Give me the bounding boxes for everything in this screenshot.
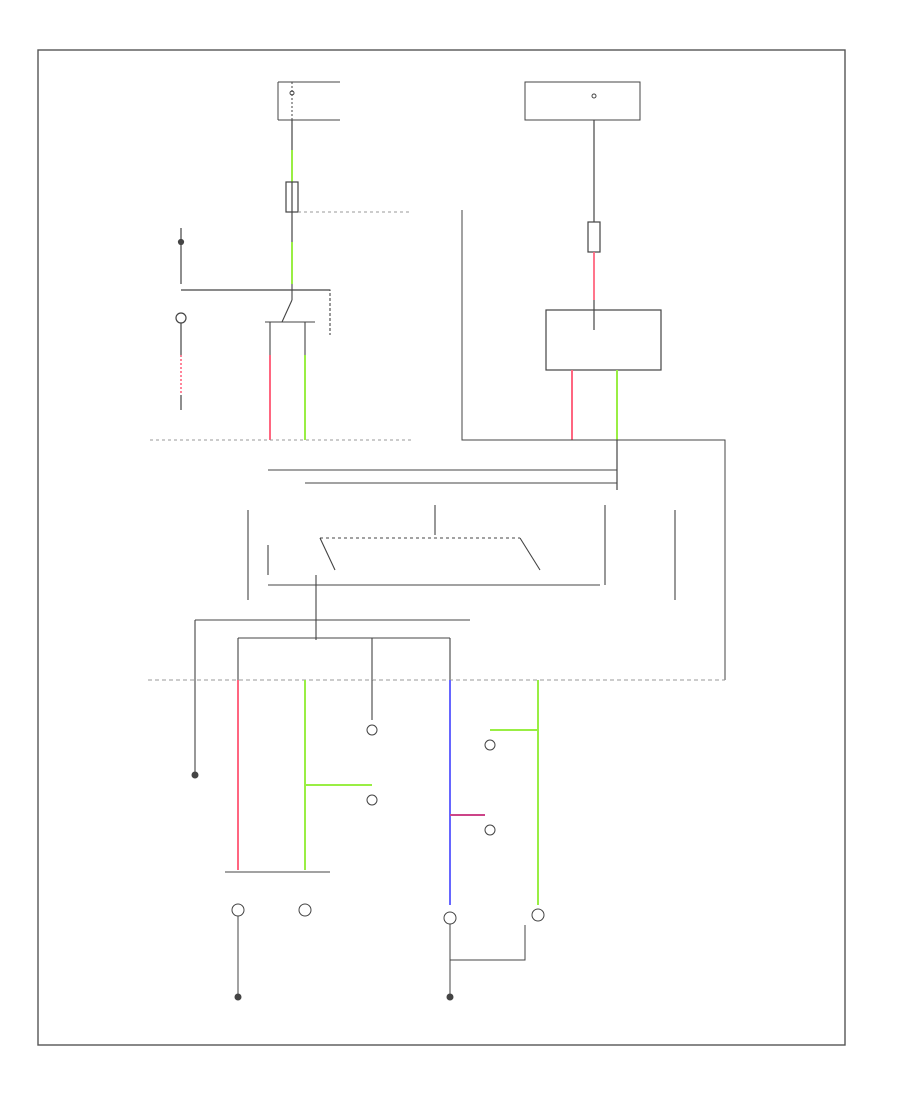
bus-lines: [268, 469, 617, 484]
hazard-switch: [265, 284, 331, 440]
lower-bus: [194, 619, 470, 680]
diagram-border: [37, 49, 846, 1046]
bottom-components: [191, 724, 545, 1001]
turn-signal-switch: [247, 505, 676, 640]
stop-switch-group: [175, 228, 330, 410]
left-feed-wire: [285, 120, 299, 284]
signal-bracket: [461, 210, 726, 680]
fuse-box-right: [524, 81, 641, 121]
fuse-box-left: [277, 81, 340, 121]
right-feed-wire: [545, 120, 662, 490]
bottom-wires: [194, 680, 539, 905]
